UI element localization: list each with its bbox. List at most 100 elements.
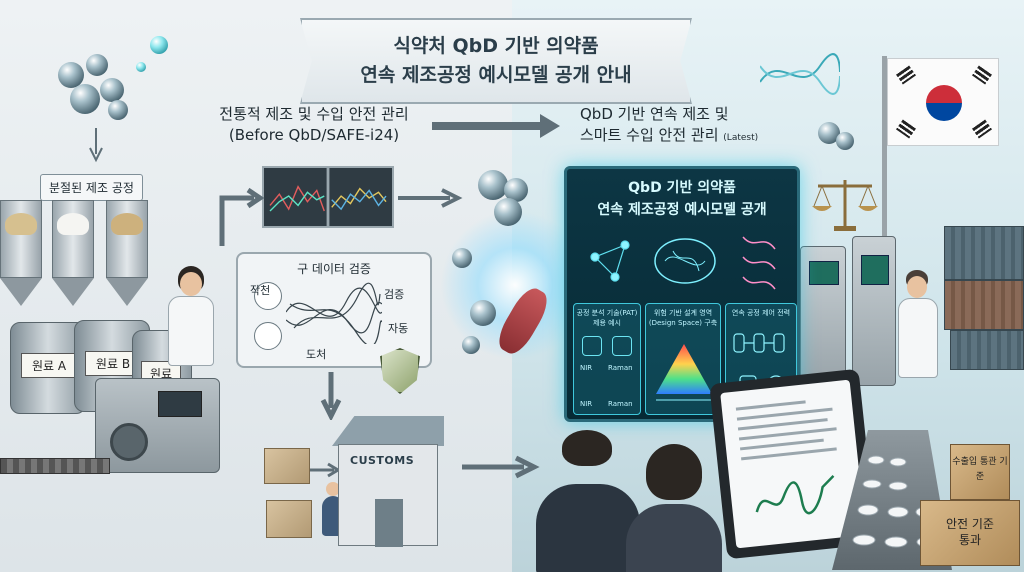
cargo-crate-approved: 안전 기준 통과 bbox=[920, 500, 1020, 566]
top-transition-arrow bbox=[432, 114, 560, 138]
signature-graphic bbox=[755, 474, 835, 515]
document-line bbox=[735, 400, 806, 411]
trigram bbox=[972, 119, 992, 139]
molecule-icon bbox=[58, 62, 84, 88]
molecule-icon bbox=[818, 122, 840, 144]
instrument-icon bbox=[582, 336, 602, 356]
silo bbox=[106, 200, 148, 278]
pat-panel-line2: 제용 예시 bbox=[593, 319, 621, 327]
connector-arrow-icon bbox=[219, 187, 265, 246]
pat-tag-raman: Raman bbox=[608, 364, 633, 372]
left-title-line2: (Before QbD/SAFE-i24) bbox=[228, 126, 400, 144]
head bbox=[907, 276, 927, 298]
document-line bbox=[741, 447, 837, 461]
document-icon bbox=[254, 282, 282, 310]
lab-coat bbox=[898, 298, 938, 378]
tangled-lines-graphic bbox=[286, 282, 382, 344]
instrument-icon bbox=[612, 336, 632, 356]
justice-scale-icon bbox=[812, 180, 878, 231]
verify-label-3: 자동 bbox=[388, 322, 409, 335]
customs-roof bbox=[332, 416, 444, 446]
molecule-icon bbox=[108, 100, 128, 120]
e-signature-tablet bbox=[709, 368, 877, 560]
molecule-icon bbox=[494, 198, 522, 226]
shipping-container bbox=[944, 280, 1024, 330]
left-section-title: 전통적 제조 및 수입 안전 관리 (Before QbD/SAFE-i24) bbox=[184, 104, 444, 146]
molecule-icon bbox=[70, 84, 100, 114]
cargo-box bbox=[266, 500, 312, 538]
molecule-icon bbox=[478, 170, 508, 200]
raw-material-drum-a: 원료 A bbox=[10, 322, 86, 414]
pat-tag-nir: NIR bbox=[580, 364, 593, 372]
korean-flag-icon bbox=[887, 58, 999, 146]
title-banner: 식약처 QbD 기반 의약품 연속 제조공정 예시모델 공개 안내 bbox=[300, 18, 692, 104]
verify-label-4: 도처 bbox=[306, 348, 327, 361]
molecule-icon bbox=[470, 300, 496, 326]
molecule-icon bbox=[136, 62, 146, 72]
silo-cone bbox=[106, 278, 148, 306]
right-title-line2: 스마트 수입 안전 관리 (Latest) bbox=[580, 125, 800, 149]
status-display bbox=[809, 261, 839, 285]
molecule-icon bbox=[452, 248, 472, 268]
mixing-machine bbox=[95, 378, 220, 473]
trigram bbox=[972, 65, 992, 85]
fragmented-data-chart bbox=[262, 166, 394, 228]
crate-small-label: 수출입 통관 기준 bbox=[952, 457, 1008, 482]
control-tower-unit bbox=[800, 246, 846, 386]
right-section-title: QbD 기반 연속 제조 및 스마트 수입 안전 관리 (Latest) bbox=[580, 104, 800, 149]
cargo-crate-top: 수출입 통관 기준 bbox=[950, 444, 1010, 500]
down-arrow-icon bbox=[89, 128, 103, 163]
design-space-panel: 위험 기반 설계 영역 (Design Space) 구축 bbox=[645, 303, 721, 415]
right-arrow-icon bbox=[398, 188, 463, 208]
crate-label-line1: 안전 기준 bbox=[946, 517, 994, 531]
drum-a-label: 원료 A bbox=[21, 353, 77, 378]
verify-label-1: 작천 bbox=[250, 284, 271, 297]
dna-icon bbox=[760, 53, 840, 95]
molecule-icon bbox=[100, 78, 124, 102]
flag-pole bbox=[882, 56, 887, 278]
machine-hopper bbox=[110, 423, 148, 461]
status-display bbox=[861, 255, 889, 285]
tablet-document bbox=[720, 379, 866, 549]
fragmented-process-label: 분절된 제조 공정 bbox=[40, 174, 143, 201]
screen-title-line2: 연속 제조공정 예시모델 공개 bbox=[597, 202, 767, 218]
molecule-icon bbox=[462, 336, 480, 354]
gear-icon bbox=[254, 322, 282, 350]
customs-sign: CUSTOMS bbox=[350, 454, 415, 467]
control-strategy-line1: 연속 공정 제어 전력 bbox=[731, 309, 791, 317]
pat-panel-line1: 공정 분석 기술(PAT) bbox=[576, 309, 638, 317]
right-title-line1: QbD 기반 연속 제조 및 bbox=[580, 105, 729, 123]
silo bbox=[52, 200, 94, 278]
customs-wall bbox=[338, 444, 438, 547]
conveyor-belt-left bbox=[0, 458, 110, 474]
shipping-container bbox=[950, 330, 1024, 370]
screen-title-line1: QbD 기반 의약품 bbox=[628, 180, 736, 196]
molecule-icon bbox=[836, 132, 854, 150]
design-space-surface-plot bbox=[656, 344, 712, 401]
design-space-line2: (Design Space) 구축 bbox=[648, 319, 718, 327]
lab-coat bbox=[168, 296, 214, 366]
suit bbox=[536, 484, 640, 572]
right-arrow-icon bbox=[462, 455, 540, 479]
verify-label-2: 검증 bbox=[384, 288, 405, 301]
cargo-box bbox=[264, 448, 310, 484]
banner-title-line1: 식약처 QbD 기반 의약품 bbox=[393, 35, 599, 57]
drum-b-label: 원료 B bbox=[85, 351, 141, 376]
network-brain-dna-graphic bbox=[590, 236, 776, 290]
left-title-line1: 전통적 제조 및 수입 안전 관리 bbox=[219, 105, 409, 123]
crate-label-line2: 통과 bbox=[958, 533, 982, 547]
customs-building: CUSTOMS bbox=[332, 416, 444, 547]
pat-panel: 공정 분석 기술(PAT) 제용 예시 NIR Raman NIR Raman bbox=[573, 303, 641, 415]
control-tower-unit bbox=[852, 236, 896, 386]
trigram bbox=[896, 65, 916, 85]
customs-door bbox=[375, 499, 403, 547]
suit bbox=[626, 504, 722, 572]
pat-tag-raman-2: Raman bbox=[608, 400, 633, 408]
molecule-icon bbox=[86, 54, 108, 76]
document-line bbox=[739, 438, 824, 451]
design-space-line1: 위험 기반 설계 영역 bbox=[653, 309, 713, 317]
right-title-line2-text: 스마트 수입 안전 관리 bbox=[580, 126, 719, 144]
right-title-suffix: (Latest) bbox=[723, 133, 759, 143]
machine-display bbox=[158, 391, 202, 417]
molecule-icon bbox=[150, 36, 168, 54]
